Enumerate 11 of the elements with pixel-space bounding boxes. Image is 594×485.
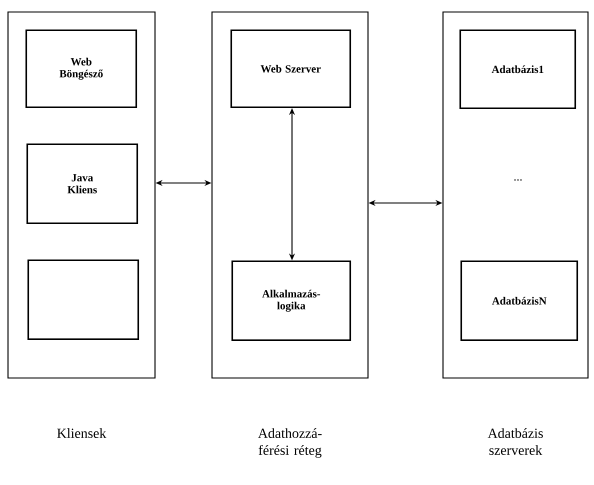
- column-heading: Adathozzá- férési réteg: [258, 428, 322, 458]
- component-box: Web Szerver: [230, 29, 352, 108]
- column-heading: Adatbázis szerverek: [488, 428, 543, 455]
- component-box: Web Böngésző: [25, 29, 138, 108]
- component-box: Java Kliens: [26, 143, 138, 224]
- component-box: [27, 259, 140, 340]
- component-box: AdatbázisN: [460, 260, 578, 342]
- ellipsis: ...: [514, 179, 522, 181]
- component-box: Alkalmazás- logika: [231, 260, 352, 342]
- column-heading: Kliensek: [57, 428, 106, 438]
- component-box: Adatbázis1: [459, 29, 576, 110]
